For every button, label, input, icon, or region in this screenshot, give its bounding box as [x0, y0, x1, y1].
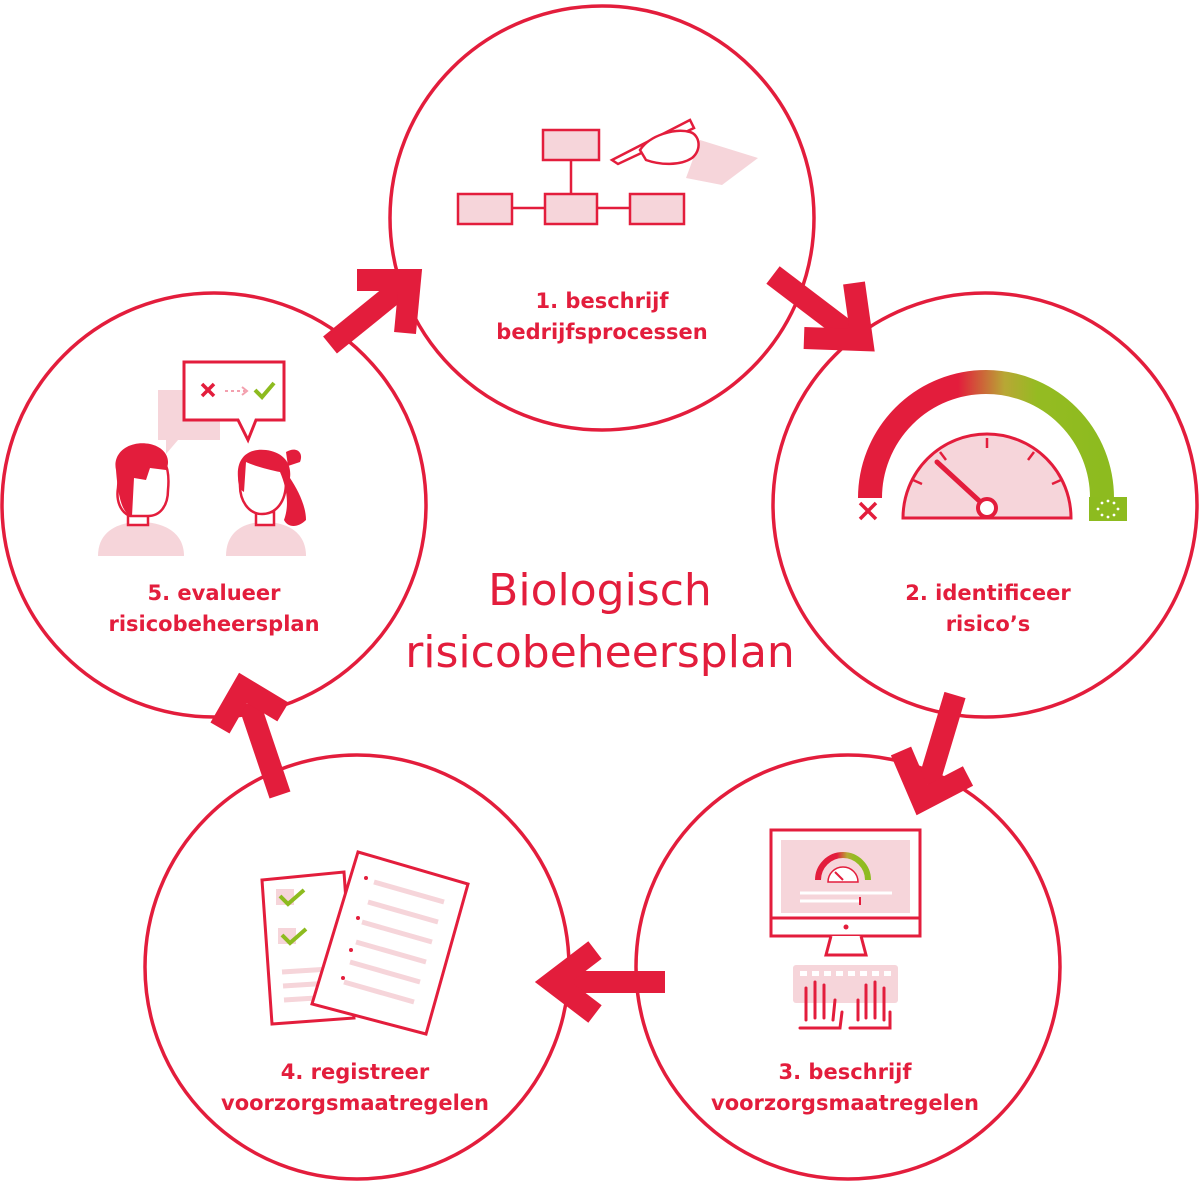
writing-hand-icon — [609, 118, 758, 185]
step-1-circle — [388, 4, 816, 432]
conversation-icon — [98, 360, 306, 556]
step-3-label: 3. beschrijf voorzorgsmaatregelen — [711, 1060, 979, 1115]
check-icon — [278, 888, 306, 907]
check-icon — [280, 927, 308, 946]
arrow-icon — [766, 266, 875, 352]
arrow-icon — [890, 691, 974, 816]
step-1-label: 1. beschrijf bedrijfsprocessen — [496, 289, 708, 344]
diagram-title: Biologisch risicobeheersplan — [405, 565, 795, 678]
check-icon — [253, 381, 276, 400]
cross-icon — [858, 501, 878, 521]
computer-icon — [769, 828, 922, 1030]
arrow-icon — [323, 269, 423, 354]
risk-gauge-icon — [858, 370, 1127, 521]
step-4-label: 4. registreer voorzorgsmaatregelen — [221, 1060, 489, 1115]
arrow-icon — [210, 672, 291, 799]
arrow-icon — [534, 941, 665, 1023]
process-diagram-icon — [456, 128, 686, 226]
cross-icon — [200, 382, 216, 398]
checklist-documents-icon — [260, 850, 470, 1036]
step-2-label: 2. identificeer risico’s — [905, 581, 1071, 636]
step-5-label: 5. evalueer risicobeheersplan — [108, 581, 320, 636]
